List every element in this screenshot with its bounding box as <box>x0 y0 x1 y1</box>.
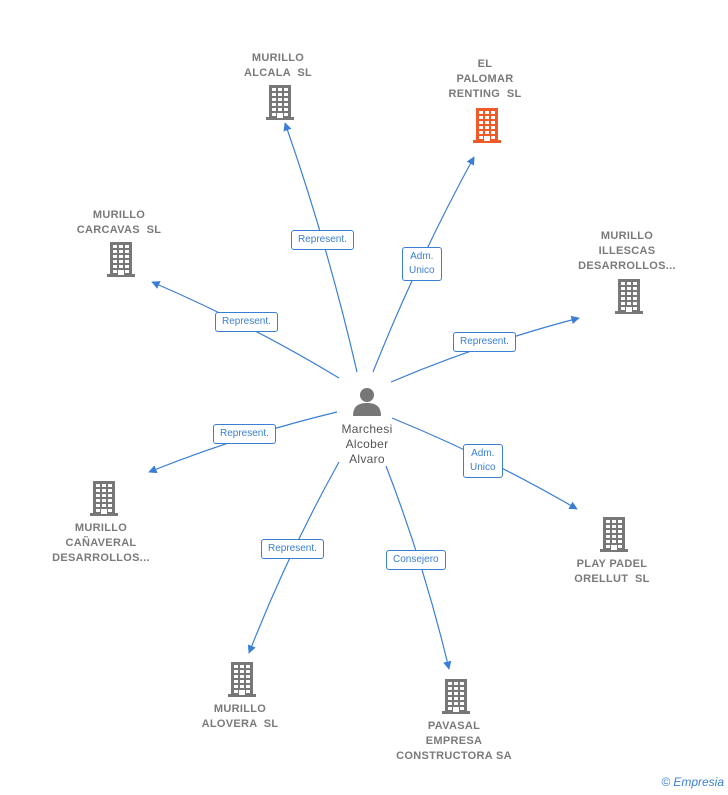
company-label-murillo-alcala[interactable]: MURILLO ALCALA SL <box>198 51 358 81</box>
person-label-line: Alcober <box>345 437 389 451</box>
company-label-pavasal-line: CONSTRUCTORA SA <box>396 750 512 762</box>
edge-label-text: Unico <box>470 462 496 473</box>
company-node-pavasal[interactable] <box>441 678 471 714</box>
building-icon <box>90 481 118 516</box>
edge-label-murillo-carcavas[interactable]: Represent. <box>215 312 278 332</box>
company-label-murillo-alovera-line: MURILLO <box>213 703 267 715</box>
company-label-pavasal-line: EMPRESA <box>425 735 483 747</box>
company-label-el-palomar-line: RENTING SL <box>448 88 522 100</box>
edge-label-text: Represent. <box>298 234 347 245</box>
edge-label-text: Represent. <box>268 543 317 554</box>
company-label-el-palomar-line: PALOMAR <box>456 73 514 85</box>
company-node-murillo-carcavas[interactable] <box>106 241 136 277</box>
company-label-murillo-canaveral-line: CAÑAVERAL <box>65 537 137 549</box>
edge-label-text: Adm. <box>410 251 434 262</box>
copyright-icon: © <box>661 775 671 789</box>
company-label-pavasal-line: PAVASAL <box>427 720 481 732</box>
company-node-murillo-canaveral[interactable] <box>89 480 119 516</box>
building-icon <box>600 517 628 552</box>
company-label-el-palomar-line: EL <box>477 58 493 70</box>
company-label-murillo-carcavas-line: CARCAVAS SL <box>76 224 162 236</box>
company-label-murillo-illescas-line: DESARROLLOS... <box>578 260 676 272</box>
company-label-pavasal[interactable]: PAVASAL EMPRESA CONSTRUCTORA SA <box>374 719 534 764</box>
person-icon <box>353 388 381 416</box>
brand-watermark: ©Empresia <box>661 775 724 789</box>
company-label-murillo-canaveral-line: DESARROLLOS... <box>52 552 150 564</box>
building-icon <box>266 85 294 120</box>
company-label-murillo-illescas[interactable]: MURILLO ILLESCAS DESARROLLOS... <box>547 229 707 274</box>
company-label-murillo-alovera[interactable]: MURILLO ALOVERA SL <box>160 702 320 732</box>
edge-label-text: Unico <box>409 265 435 276</box>
person-label-line: Alvaro <box>349 452 385 466</box>
company-label-murillo-carcavas[interactable]: MURILLO CARCAVAS SL <box>39 208 199 238</box>
edge-label-text: Represent. <box>460 336 509 347</box>
edge-label-text: Represent. <box>222 316 271 327</box>
company-node-play-padel[interactable] <box>599 516 629 552</box>
company-label-murillo-alovera-line: ALOVERA SL <box>201 718 279 730</box>
person-node[interactable] <box>352 386 382 416</box>
company-label-play-padel[interactable]: PLAY PADEL ORELLUT SL <box>532 557 692 587</box>
edge-label-el-palomar[interactable]: Adm. Unico <box>402 247 442 281</box>
company-label-murillo-canaveral-line: MURILLO <box>74 522 128 534</box>
brand-name: Empresia <box>673 775 724 789</box>
edge-label-text: Represent. <box>220 428 269 439</box>
edge-label-text: Consejero <box>393 554 439 565</box>
company-label-play-padel-line: PLAY PADEL <box>576 558 648 570</box>
edge-label-murillo-alovera[interactable]: Represent. <box>261 539 324 559</box>
company-node-murillo-illescas[interactable] <box>614 278 644 314</box>
edge-label-murillo-alcala[interactable]: Represent. <box>291 230 354 250</box>
edge-label-murillo-illescas[interactable]: Represent. <box>453 332 516 352</box>
company-node-murillo-alovera[interactable] <box>227 661 257 697</box>
building-icon <box>615 279 643 314</box>
company-label-murillo-alcala-line: ALCALA SL <box>244 67 312 79</box>
edge-label-play-padel[interactable]: Adm. Unico <box>463 444 503 478</box>
person-label-line: Marchesi <box>341 422 393 436</box>
company-node-murillo-alcala[interactable] <box>265 84 295 120</box>
company-label-el-palomar[interactable]: EL PALOMAR RENTING SL <box>405 57 565 102</box>
company-node-el-palomar[interactable] <box>472 107 502 143</box>
company-label-murillo-carcavas-line: MURILLO <box>92 209 146 221</box>
company-label-murillo-illescas-line: MURILLO <box>600 230 654 242</box>
company-label-murillo-alcala-line: MURILLO <box>251 52 305 64</box>
building-icon <box>228 662 256 697</box>
building-icon <box>107 242 135 277</box>
building-icon <box>473 108 501 143</box>
building-icon <box>442 679 470 714</box>
company-label-murillo-illescas-line: ILLESCAS <box>598 245 656 257</box>
edge-label-murillo-canaveral[interactable]: Represent. <box>213 424 276 444</box>
company-label-play-padel-line: ORELLUT SL <box>574 573 650 585</box>
edge-label-text: Adm. <box>471 448 495 459</box>
edge-label-pavasal[interactable]: Consejero <box>386 550 446 570</box>
company-label-murillo-canaveral[interactable]: MURILLO CAÑAVERAL DESARROLLOS... <box>21 521 181 566</box>
